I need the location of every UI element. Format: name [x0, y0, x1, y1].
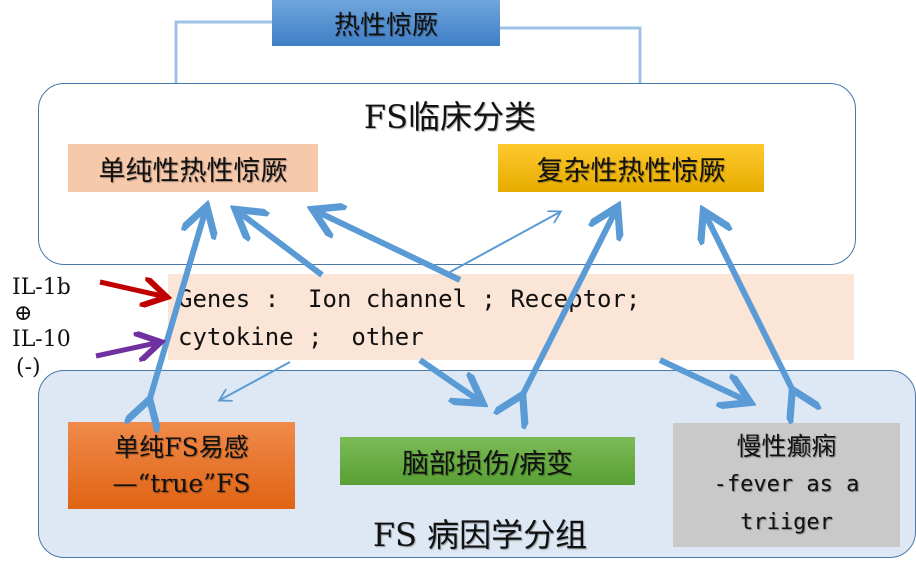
epilepsy-line3: triiger	[740, 510, 833, 535]
minus-symbol: (-)	[16, 355, 41, 380]
brain-injury-label: 脑部损伤/病变	[401, 448, 574, 480]
genes-line2: cytokine ; other	[178, 323, 424, 351]
il1b-label: IL-1b	[12, 275, 71, 300]
febrile-seizure-title: 热性惊厥	[333, 10, 438, 41]
simple-fs-box: 单纯性热性惊厥	[68, 144, 318, 192]
true-fs-box: 单纯FS易感 —“true”FS	[68, 422, 295, 509]
plus-symbol: ⊕	[14, 301, 33, 326]
epilepsy-line2: -fever as a	[713, 472, 860, 497]
genes-line1: Genes : Ion channel ; Receptor;	[178, 285, 641, 313]
complex-fs-label: 复杂性热性惊厥	[536, 155, 726, 187]
true-fs-line1: 单纯FS易感	[114, 432, 249, 462]
il10-label: IL-10	[12, 327, 71, 352]
simple-fs-label: 单纯性热性惊厥	[98, 155, 288, 187]
complex-fs-box: 复杂性热性惊厥	[498, 144, 764, 192]
febrile-seizure-title-box: 热性惊厥	[272, 0, 500, 46]
chronic-epilepsy-box: 慢性癫痫 -fever as a triiger	[673, 423, 900, 547]
epilepsy-line1: 慢性癫痫	[736, 432, 837, 461]
etiology-title: FS 病因学分组	[372, 516, 588, 554]
brain-injury-box: 脑部损伤/病变	[340, 437, 635, 485]
true-fs-line2: —“true”FS	[112, 468, 251, 498]
clinical-classification-title: FS临床分类	[363, 98, 537, 136]
genes-box: Genes : Ion channel ; Receptor; cytokine…	[168, 274, 854, 360]
